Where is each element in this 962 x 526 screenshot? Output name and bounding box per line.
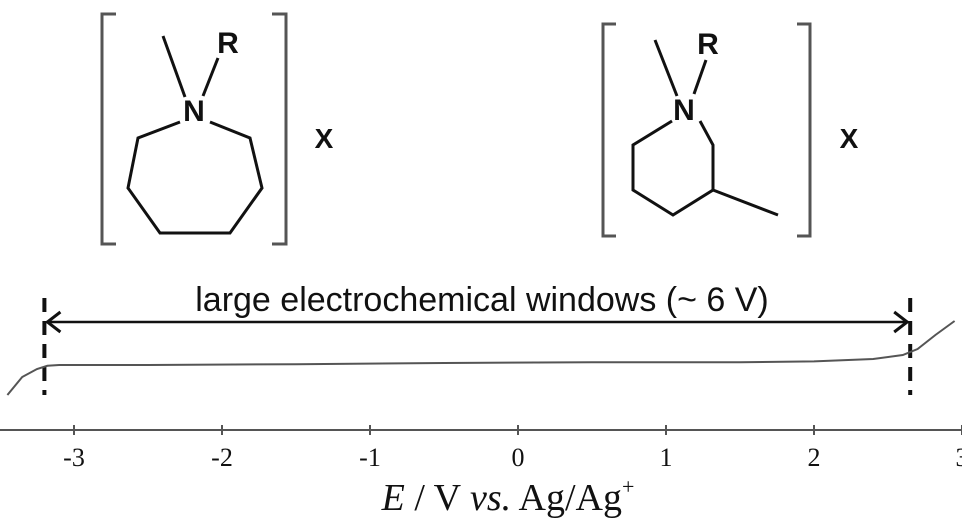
ring-methyl-bond — [712, 188, 779, 217]
axis-title-vs: vs. — [470, 477, 511, 519]
x-tick-label: 2 — [808, 443, 821, 472]
axis-title-symbol: E — [381, 477, 405, 519]
methyl-bond — [653, 39, 679, 97]
left-bracket — [100, 12, 116, 246]
x-tick-label: -1 — [359, 443, 381, 472]
azepane-ring — [126, 120, 264, 235]
x-tick-label: 0 — [512, 443, 525, 472]
window-annotation: large electrochemical windows (~ 6 V) — [42, 281, 913, 395]
r-group-label: R — [217, 27, 239, 60]
window-label: large electrochemical windows (~ 6 V) — [195, 281, 769, 319]
r-bond — [692, 59, 708, 95]
left-bracket — [601, 22, 616, 238]
arrowhead-right — [893, 310, 910, 334]
molecule-azepanium: N R X — [100, 12, 334, 246]
x-axis-ticks: -3 -2 -1 0 1 2 3 — [63, 425, 962, 472]
r-group-label: R — [697, 28, 719, 61]
x-tick-label: 3 — [956, 443, 962, 472]
molecule-methylpiperidinium: N R X — [601, 22, 859, 238]
voltammogram: -3 -2 -1 0 1 2 3 — [0, 320, 962, 472]
methyl-bond — [161, 35, 187, 98]
x-tick-label: 1 — [660, 443, 673, 472]
axis-title-superscript: + — [622, 474, 634, 499]
anion-label: X — [315, 123, 334, 154]
arrowhead-left — [44, 310, 62, 334]
nitrogen-label: N — [673, 94, 695, 127]
right-bracket — [272, 12, 288, 246]
axis-title: E / V vs. Ag/Ag+ — [381, 474, 635, 519]
anion-label: X — [840, 123, 859, 154]
x-tick-label: -2 — [211, 443, 233, 472]
axis-title-unit: / V — [405, 477, 470, 519]
nitrogen-label: N — [183, 95, 205, 128]
right-bracket — [797, 22, 812, 238]
axis-title-reference: Ag/Ag — [511, 477, 622, 519]
r-bond — [201, 57, 220, 97]
x-tick-label: -3 — [63, 443, 85, 472]
piperidine-ring — [631, 119, 715, 217]
cv-curve — [6, 320, 956, 396]
